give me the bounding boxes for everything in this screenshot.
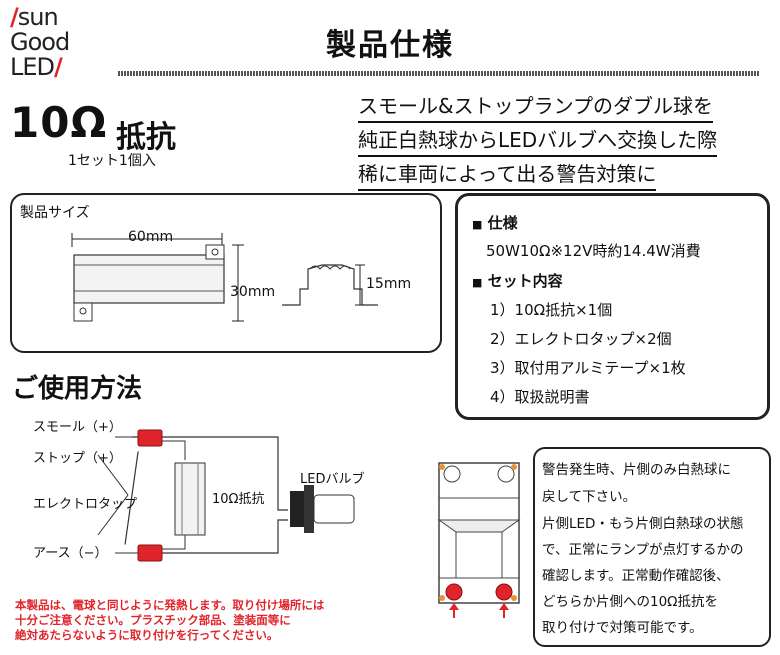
logo-line2: Good (10, 28, 70, 56)
logo-line3: LED (10, 53, 55, 81)
spec-value: 50W10Ω※12V時約14.4W消費 (486, 242, 701, 260)
size-height-label: 30mm (230, 284, 276, 300)
note-line: 戻して下さい。 (542, 489, 637, 505)
spec-heading: ■ 仕様 (472, 214, 518, 232)
usage-title: ご使用方法 (12, 374, 143, 404)
warning-line: 十分ご注意ください。プラスチック部品、塗装面等に (15, 613, 291, 627)
contents-item: 3）取付用アルミテープ×1枚 (490, 359, 686, 377)
warning-note-box (533, 447, 771, 647)
size-depth-label: 15mm (366, 276, 412, 292)
headline-line-2: 純正白熱球からLEDバルブへ交換した際 (358, 124, 718, 157)
label-resistor: 10Ω抵抗 (212, 492, 265, 507)
note-line: 片側LED・もう片側白熱球の状態 (542, 516, 744, 532)
size-width-label: 60mm (128, 229, 174, 245)
note-line: 確認します。正常動作確認後、 (542, 568, 730, 584)
label-led-bulb: LEDバルブ (300, 472, 365, 487)
contents-item: 1）10Ω抵抗×1個 (490, 301, 613, 319)
label-small: スモール（+） (33, 420, 122, 435)
product-name-big: 10Ω (10, 98, 108, 147)
product-name-sub: 抵抗 (116, 120, 176, 155)
spec-box (455, 193, 770, 420)
logo-line1: sun (17, 3, 59, 31)
size-drawing (71, 233, 378, 322)
heat-warning: 本製品は、電球と同じように発熱します。取り付け場所には 十分ご注意ください。プラ… (15, 598, 324, 643)
note-line: で、正常にランプが点灯するかの (542, 542, 744, 558)
product-size-box (10, 193, 442, 353)
size-box-title: 製品サイズ (20, 205, 90, 221)
tail-lamp-drawing (437, 462, 521, 618)
headline-line-1: スモール&ストップランプのダブル球を (358, 90, 713, 123)
page-title: 製品仕様 (326, 28, 454, 63)
square-bullet-icon: ■ (472, 276, 483, 289)
wiring-diagram (97, 429, 355, 562)
note-line: 取り付けで対策可能です。 (542, 620, 703, 636)
brand-logo: /sun Good LED/ (10, 3, 70, 81)
title-divider (118, 71, 760, 76)
warning-line: 本製品は、電球と同じように発熱します。取り付け場所には (15, 598, 325, 612)
contents-item: 4）取扱説明書 (490, 388, 590, 406)
contents-item: 2）エレクトロタップ×2個 (490, 330, 672, 348)
label-stop: ストップ（+） (33, 451, 122, 466)
note-line: どちらか片側への10Ω抵抗を (542, 594, 718, 610)
label-earth: アース（−） (33, 546, 108, 561)
square-bullet-icon: ■ (472, 218, 483, 231)
note-line: 警告発生時、片側のみ白熱球に (542, 462, 731, 478)
set-count: 1セット1個入 (68, 153, 156, 169)
label-electro-tap: エレクトロタップ (33, 497, 138, 512)
contents-heading: ■ セット内容 (472, 272, 563, 290)
warning-line: 絶対あたらないように取り付けを行ってください。 (15, 628, 279, 642)
headline-line-3: 稀に車両によって出る警告対策に (358, 158, 657, 191)
